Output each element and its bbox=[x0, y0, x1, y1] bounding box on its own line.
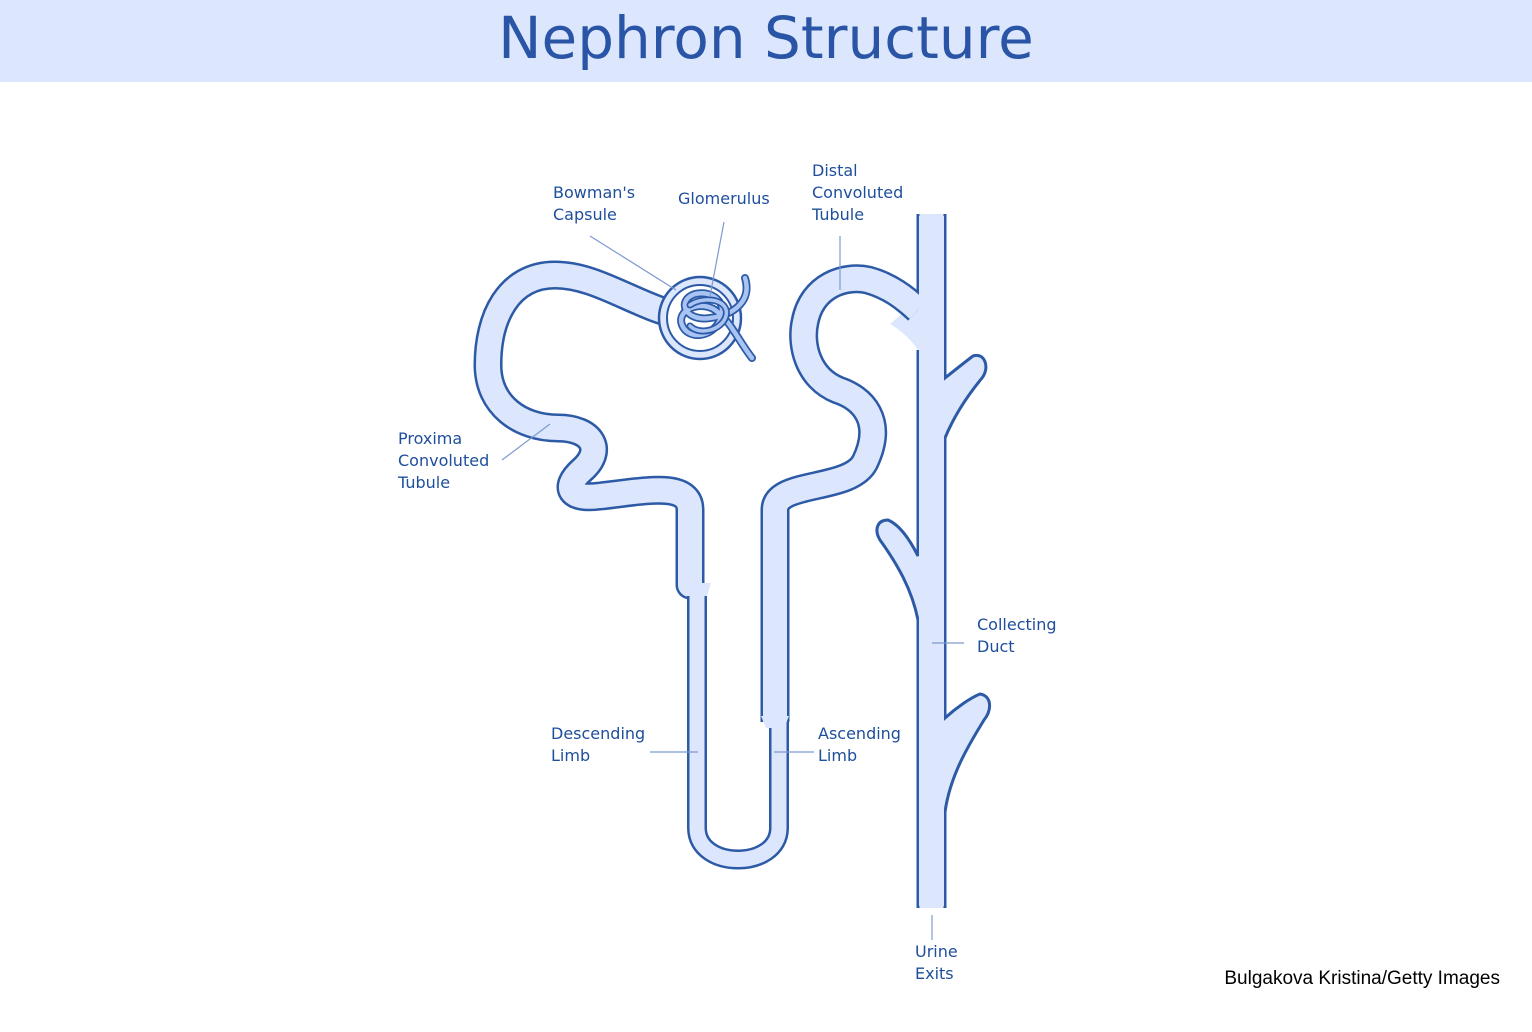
leader-lines bbox=[501, 221, 964, 940]
glomerulus bbox=[677, 274, 756, 362]
leader-proximal bbox=[501, 423, 551, 461]
leader-glomerulus bbox=[709, 221, 725, 297]
leader-bowmans bbox=[589, 235, 677, 291]
image-credit: Bulgakova Kristina/Getty Images bbox=[1224, 968, 1500, 989]
nephron-tubule bbox=[473, 216, 944, 906]
label-glomerulus: Glomerulus bbox=[678, 189, 770, 208]
page-title: Nephron Structure bbox=[498, 4, 1034, 72]
header-bar bbox=[0, 0, 1532, 82]
